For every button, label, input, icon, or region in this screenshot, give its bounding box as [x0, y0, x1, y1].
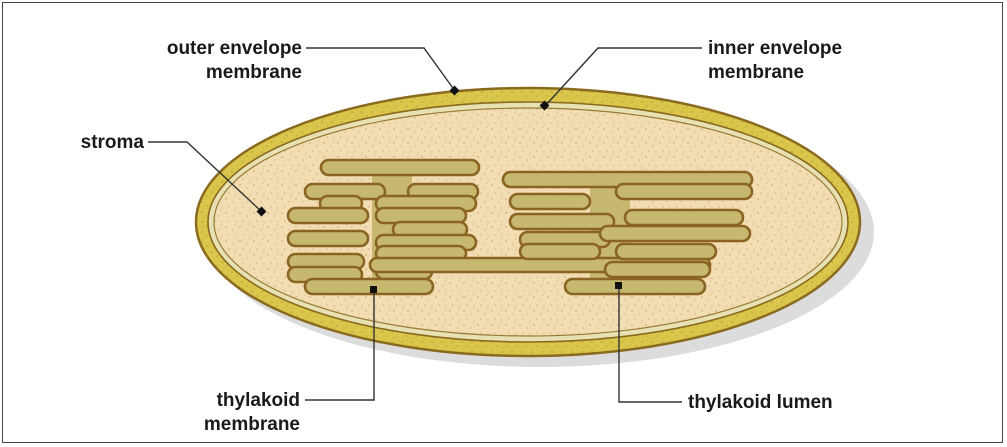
label-outer-envelope-2: membrane: [206, 62, 302, 83]
label-outer-envelope: outer envelope: [167, 38, 302, 59]
label-thylakoid-membrane: thylakoid: [217, 390, 300, 411]
label-thylakoid-lumen: thylakoid lumen: [688, 392, 833, 413]
label-inner-envelope: inner envelope: [708, 38, 842, 59]
leader-outer-envelope: [306, 48, 455, 91]
label-inner-envelope-2: membrane: [708, 62, 804, 83]
label-stroma: stroma: [81, 132, 145, 153]
label-thylakoid-membrane-2: membrane: [204, 414, 300, 435]
